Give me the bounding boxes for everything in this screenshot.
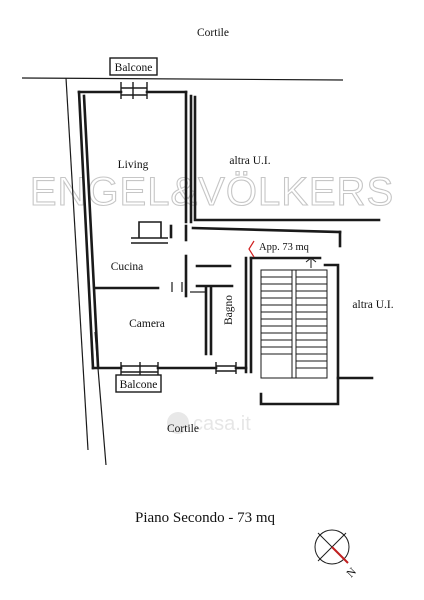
compass-icon: N <box>314 529 360 580</box>
balcony-top: Balcone <box>109 57 158 99</box>
altra-ui-top-label: altra U.I. <box>229 155 270 167</box>
kitchen-fixture <box>131 221 168 244</box>
svg-text:N: N <box>345 565 360 580</box>
cucina-label: Cucina <box>111 261 144 273</box>
casa-watermark: casa.it <box>167 412 251 435</box>
svg-text:Balcone: Balcone <box>115 62 153 74</box>
app-label: App. 73 mq <box>259 242 310 253</box>
doors <box>171 282 206 293</box>
cortile-bottom-label: Cortile <box>167 423 199 435</box>
svg-text:casa.it: casa.it <box>193 413 251 435</box>
camera-label: Camera <box>129 318 165 330</box>
staircase <box>260 257 328 379</box>
cortile-top-label: Cortile <box>197 27 229 39</box>
bathroom-window <box>215 362 237 374</box>
living-label: Living <box>118 159 149 171</box>
boundary-lines <box>21 77 344 466</box>
balcony-bottom: Balcone <box>115 362 162 393</box>
entry-marker <box>248 240 255 258</box>
bagno-label: Bagno <box>223 295 235 325</box>
walls <box>77 90 381 406</box>
floor-caption: Piano Secondo - 73 mq <box>135 510 275 526</box>
svg-text:Balcone: Balcone <box>120 379 158 391</box>
altra-ui-right-label: altra U.I. <box>352 299 393 311</box>
